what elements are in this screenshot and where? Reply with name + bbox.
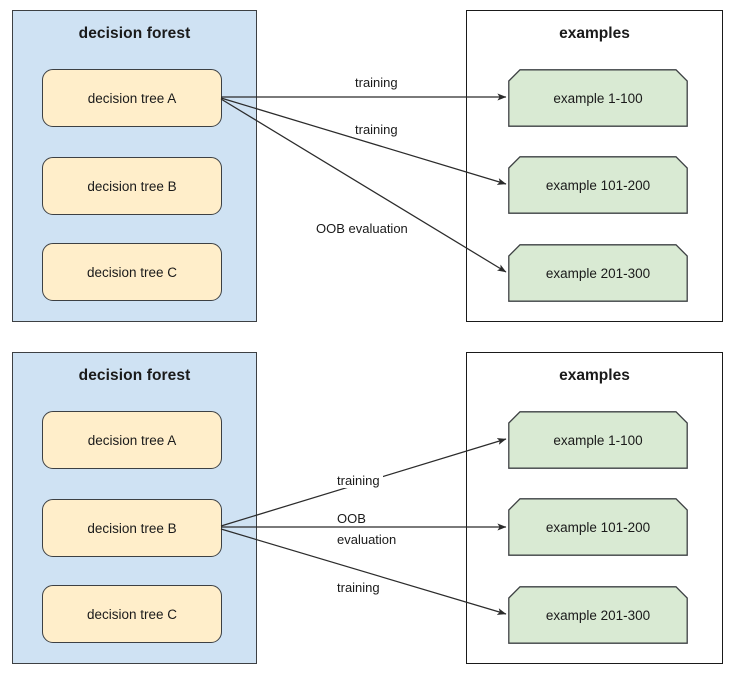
edge-label-training-1: training: [352, 75, 401, 90]
tree-card-c[interactable]: decision tree C: [42, 585, 222, 643]
decision-forest-title: decision forest: [78, 367, 191, 384]
tree-card-label: decision tree A: [87, 432, 177, 448]
tree-card-a[interactable]: decision tree A: [42, 69, 222, 127]
tree-card-a[interactable]: decision tree A: [42, 411, 222, 469]
diagram-panel-top: decision forest decision tree A decision…: [12, 10, 723, 322]
edge-label-evaluation: evaluation: [334, 532, 400, 547]
example-card-label: example 201-300: [545, 607, 651, 623]
diagram-panel-bottom: decision forest decision tree A decision…: [0, 342, 737, 685]
example-card-101-200[interactable]: example 101-200: [508, 156, 688, 214]
tree-card-label: decision tree B: [87, 178, 177, 194]
example-card-label: example 1-100: [553, 432, 643, 448]
edge-label-oob: OOB: [334, 511, 369, 526]
examples-container-bottom: examples example 1-100 example 101-200 e…: [466, 352, 723, 664]
example-card-101-200[interactable]: example 101-200: [508, 498, 688, 556]
example-card-1-100[interactable]: example 1-100: [508, 411, 688, 469]
tree-card-b[interactable]: decision tree B: [42, 157, 222, 215]
edge-label-training-1: training: [334, 473, 383, 488]
example-card-shape: [508, 498, 688, 556]
decision-forest-container-top: decision forest decision tree A decision…: [12, 10, 257, 322]
tree-card-label: decision tree A: [87, 90, 177, 106]
example-card-201-300[interactable]: example 201-300: [508, 586, 688, 644]
example-card-label: example 1-100: [553, 90, 643, 106]
decision-forest-title: decision forest: [78, 25, 191, 42]
tree-card-label: decision tree C: [86, 606, 178, 622]
edge-label-training-2: training: [334, 580, 383, 595]
example-card-1-100[interactable]: example 1-100: [508, 69, 688, 127]
example-card-shape: [508, 586, 688, 644]
example-card-label: example 101-200: [545, 177, 651, 193]
tree-card-b[interactable]: decision tree B: [42, 499, 222, 557]
example-card-label: example 101-200: [545, 519, 651, 535]
tree-card-label: decision tree B: [87, 520, 177, 536]
edge-label-oob-evaluation: OOB evaluation: [313, 221, 411, 236]
arrow-tree-a-to-example-101-200: [220, 97, 507, 185]
example-card-label: example 201-300: [545, 265, 651, 281]
tree-card-c[interactable]: decision tree C: [42, 243, 222, 301]
example-card-shape: [508, 411, 688, 469]
examples-title: examples: [559, 25, 630, 42]
decision-forest-container-bottom: decision forest decision tree A decision…: [12, 352, 257, 664]
examples-container-top: examples example 1-100 example 101-200 e…: [466, 10, 723, 322]
example-card-201-300[interactable]: example 201-300: [508, 244, 688, 302]
example-card-shape: [508, 69, 688, 127]
example-card-shape: [508, 156, 688, 214]
examples-title: examples: [559, 367, 630, 384]
edge-label-training-2: training: [352, 122, 401, 137]
example-card-shape: [508, 244, 688, 302]
tree-card-label: decision tree C: [86, 264, 178, 280]
